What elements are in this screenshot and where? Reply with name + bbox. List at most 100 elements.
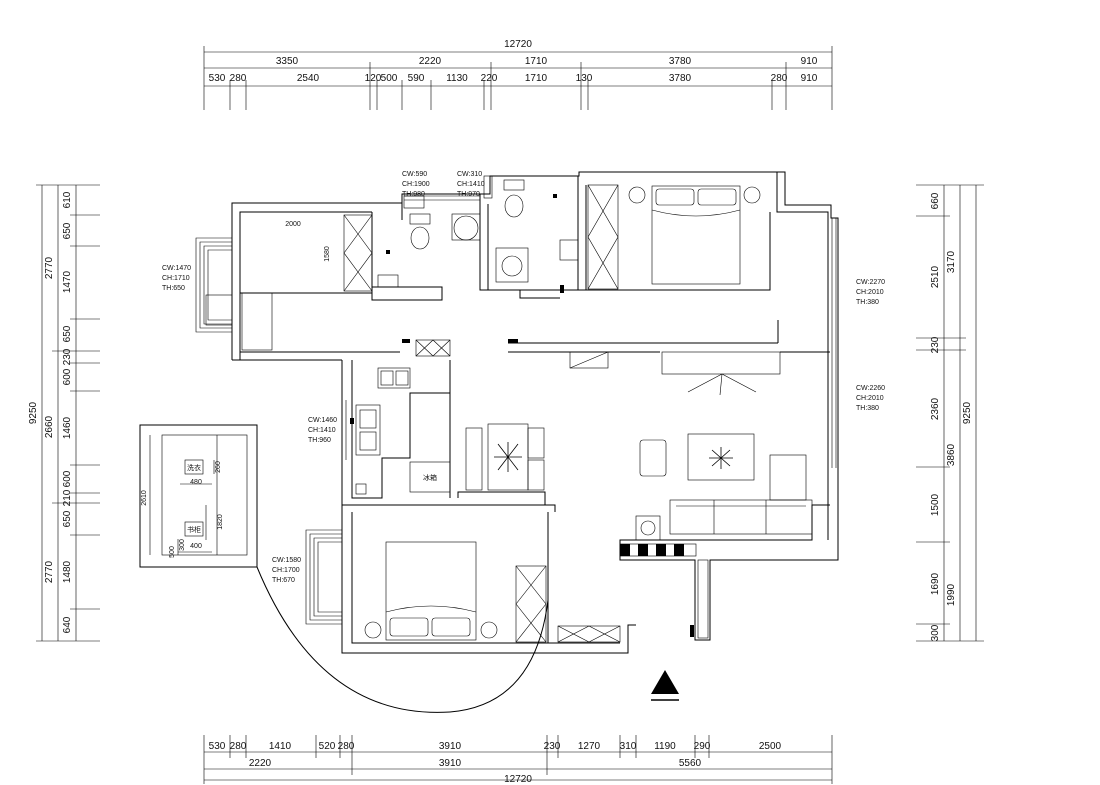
balcony [139, 424, 258, 568]
right-total-dim: 9250 [962, 401, 973, 424]
sofa [669, 499, 813, 535]
bottom-sub-2: 3910 [439, 758, 462, 769]
bottom-dim-9: 310 [620, 741, 637, 752]
window-labels: CW:1470 CH:1710 TH:650 CW:590 CH:1900 TH… [162, 171, 885, 584]
top-sub-12: 280 [771, 73, 788, 84]
left-dim-9: 210 [62, 489, 73, 506]
item-a-label: 洗衣 [187, 463, 201, 472]
w2-cw: CW:590 [402, 171, 427, 178]
top-dim-5: 910 [801, 56, 818, 67]
bottom-sub-3: 5560 [679, 758, 702, 769]
w7-ch: CH:1700 [272, 567, 300, 574]
left-dim-8: 600 [62, 470, 73, 487]
right-dim-4: 2360 [930, 397, 941, 420]
left-total-dim: 9250 [28, 401, 39, 424]
top-dim-3: 1710 [525, 56, 548, 67]
top-total-dim: 12720 [504, 39, 532, 50]
top-sub-3: 2540 [297, 73, 320, 84]
left-dim-11: 1480 [62, 560, 73, 583]
top-sub-4: 120 [365, 73, 382, 84]
w5-cw: CW:2260 [856, 385, 885, 392]
bottom-dim-1: 530 [209, 741, 226, 752]
top-sub-1: 530 [209, 73, 226, 84]
top-sub-10: 130 [576, 73, 593, 84]
top-sub-5: 500 [381, 73, 398, 84]
bottom-dim-4: 520 [319, 741, 336, 752]
w3-ch: CH:1410 [457, 181, 485, 188]
left-dim-2: 650 [62, 222, 73, 239]
left-sub-1: 2770 [44, 256, 55, 279]
study-width: 2000 [285, 221, 301, 228]
w6-cw: CW:1460 [308, 417, 337, 424]
balcony-depth: 2610 [141, 490, 148, 506]
right-dim-7: 300 [930, 624, 941, 641]
left-dim-7: 1460 [62, 416, 73, 439]
bottom-dim-6: 3910 [439, 741, 462, 752]
w6-ch: CH:1410 [308, 427, 336, 434]
right-dim-6: 1690 [930, 572, 941, 595]
top-dim-2: 2220 [419, 56, 442, 67]
w1-th: TH:650 [162, 285, 185, 292]
left-dim-1: 610 [62, 191, 73, 208]
bottom-dim-5: 280 [338, 741, 355, 752]
left-dim-4: 650 [62, 325, 73, 342]
fridge-label: 冰箱 [423, 473, 437, 482]
bed-2 [385, 541, 477, 641]
left-dim-10: 650 [62, 510, 73, 527]
left-dim-12: 640 [62, 616, 73, 633]
top-dimensions: 12720 3350 2220 1710 3780 910 530 280 25… [203, 39, 833, 110]
top-dim-4: 3780 [669, 56, 692, 67]
room-labels: 2000 1580 2610 洗衣 480 260 书柜 500 300 400… [141, 221, 437, 558]
top-sub-2: 280 [230, 73, 247, 84]
bottom-dim-10: 1190 [654, 741, 676, 752]
north-arrow-icon [651, 670, 679, 701]
w7-cw: CW:1580 [272, 557, 301, 564]
item-a-width: 480 [190, 479, 202, 486]
w4-ch: CH:2010 [856, 289, 884, 296]
right-sub-3: 1990 [946, 583, 957, 606]
item-a-side: 260 [215, 461, 222, 473]
right-dimensions: 660 2510 230 2360 1500 1690 300 3170 386… [916, 184, 984, 641]
top-sub-8: 220 [481, 73, 498, 84]
w5-th: TH:380 [856, 405, 879, 412]
w3-cw: CW:310 [457, 171, 482, 178]
top-dim-1: 3350 [276, 56, 299, 67]
left-sub-2: 2660 [44, 415, 55, 438]
w6-th: TH:960 [308, 437, 331, 444]
w5-ch: CH:2010 [856, 395, 884, 402]
bottom-total-dim: 12720 [504, 774, 532, 785]
w3-th: TH:970 [457, 191, 480, 198]
top-sub-6: 590 [408, 73, 425, 84]
w4-cw: CW:2270 [856, 279, 885, 286]
right-dim-5: 1500 [930, 493, 941, 516]
item-b-side: 500 [169, 546, 176, 558]
right-sub-1: 3170 [946, 250, 957, 273]
bottom-dim-7: 230 [544, 741, 561, 752]
study-depth: 1580 [324, 246, 331, 262]
w2-ch: CH:1900 [402, 181, 430, 188]
right-dim-3: 230 [930, 336, 941, 353]
right-sub-2: 3860 [946, 443, 957, 466]
right-dim-2: 2510 [930, 265, 941, 288]
w4-th: TH:380 [856, 299, 879, 306]
top-sub-11: 3780 [669, 73, 692, 84]
left-sub-3: 2770 [44, 560, 55, 583]
balcony-inner: 1820 [217, 514, 224, 530]
bottom-dim-2: 280 [230, 741, 247, 752]
bottom-dim-3: 1410 [269, 741, 292, 752]
walls [139, 171, 839, 713]
w2-th: TH:980 [402, 191, 425, 198]
left-dim-6: 600 [62, 368, 73, 385]
w1-ch: CH:1710 [162, 275, 190, 282]
item-b-mid: 300 [179, 539, 186, 551]
left-dim-3: 1470 [62, 270, 73, 293]
left-dim-5: 230 [62, 348, 73, 365]
left-dimensions: 610 650 1470 650 230 600 1460 600 210 65… [28, 184, 100, 642]
fridge [409, 461, 451, 493]
furniture [149, 179, 813, 643]
bottom-sub-1: 2220 [249, 758, 272, 769]
right-dim-1: 660 [930, 192, 941, 209]
top-sub-13: 910 [801, 73, 818, 84]
item-b-label: 书柜 [187, 525, 201, 534]
bay-windows [195, 175, 493, 625]
